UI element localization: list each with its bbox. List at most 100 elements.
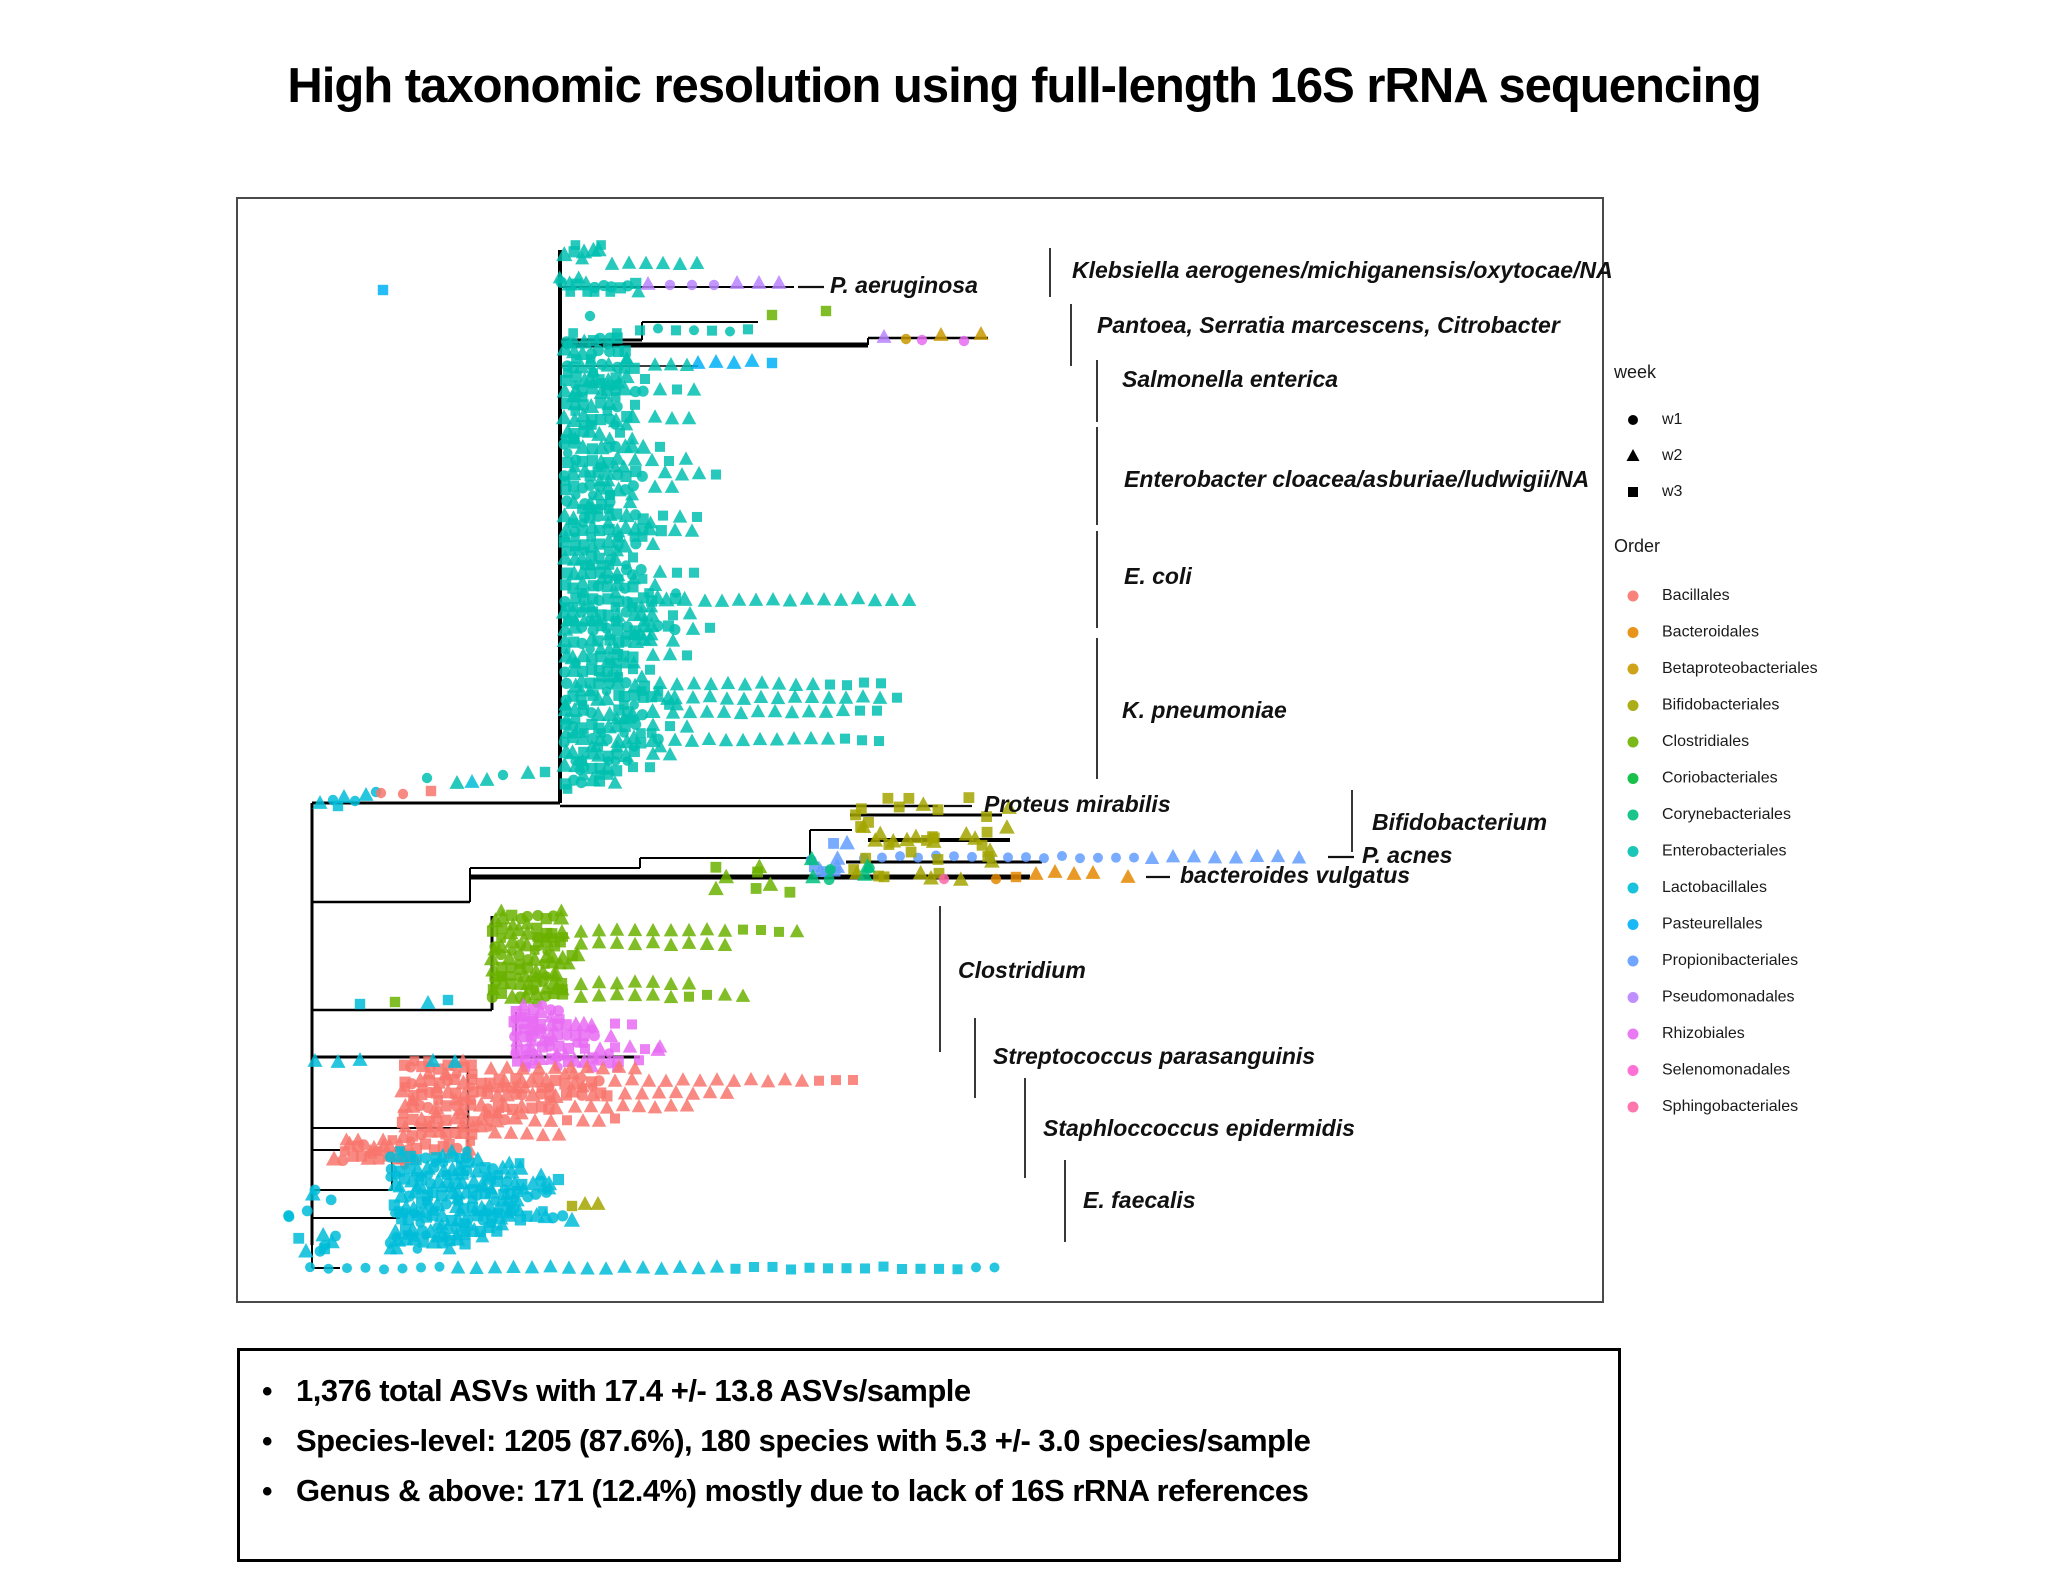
tree-marker [587,689,599,701]
tree-marker [515,1061,531,1075]
tree-marker [520,916,535,930]
tree-marker [549,1074,562,1086]
tree-marker [430,1087,442,1099]
tree-marker [621,411,633,423]
tree-marker [612,328,622,338]
tree-marker [465,1059,477,1071]
tree-marker [593,504,604,514]
tree-marker [544,1036,554,1046]
tree-marker [520,1056,532,1068]
tree-marker [638,255,654,269]
tree-marker [511,1186,524,1198]
clade-label-enterobacter: Enterobacter cloacea/asburiae/ludwigii/N… [1124,466,1589,492]
tree-marker [556,756,573,772]
tree-marker [575,722,587,734]
tree-marker [575,753,590,767]
tree-marker [449,1227,464,1241]
tree-marker [510,921,527,937]
tree-marker [610,664,623,676]
tree-marker [573,358,590,374]
tree-marker [499,1060,515,1074]
tree-marker [684,733,700,747]
tree-marker [617,519,634,535]
tree-marker [489,972,499,982]
tree-marker [618,362,631,374]
tree-marker [577,504,587,514]
tree-marker [662,747,678,761]
tree-marker [637,532,648,542]
tree-marker [593,775,606,787]
tree-marker [743,324,753,335]
tree-marker [420,994,436,1009]
tree-marker [730,1263,741,1274]
tree-marker [465,1073,478,1086]
tree-marker [636,470,648,482]
order-legend-dot-pasteurellales [1627,919,1639,930]
tree-marker [532,932,542,942]
tree-marker [591,935,607,949]
tree-marker [681,922,697,937]
tree-marker [570,1029,582,1042]
tree-marker [651,1085,667,1099]
tree-marker [560,484,572,496]
tree-marker [562,1042,575,1055]
tree-marker [593,538,606,550]
tree-marker [360,1262,371,1273]
tree-marker [521,1210,533,1222]
tree-marker [634,1055,644,1066]
tree-marker [905,846,917,858]
tree-marker [496,961,508,973]
tree-marker [1165,848,1181,863]
tree-marker [665,705,681,719]
tree-marker [884,592,900,606]
tree-marker [933,867,945,879]
tree-marker [750,883,762,894]
tree-marker [596,620,608,632]
tree-marker [592,1041,608,1055]
tree-marker [981,826,993,838]
tree-marker [644,588,654,598]
tree-marker [475,1077,487,1090]
tree-marker [610,1113,620,1124]
tree-marker [676,590,693,606]
tree-marker [610,392,621,402]
tree-marker [643,515,658,529]
tree-marker [593,524,606,537]
tree-marker [719,691,735,705]
order-legend-label-clostridiales: Clostridiales [1662,733,1749,750]
tree-marker [579,1059,595,1074]
tree-marker [636,728,646,738]
tree-marker [564,465,582,481]
tree-marker [562,784,573,794]
order-legend-label-betaproteobacteriales: Betaproteobacteriales [1662,660,1818,677]
tree-marker [347,1150,359,1162]
tree-marker [820,731,836,745]
tree-marker [532,1072,544,1084]
tree-marker [595,651,607,663]
tree-marker [389,1241,404,1255]
tree-marker [497,769,509,781]
tree-marker [576,637,588,649]
tree-marker [355,1150,368,1162]
tree-marker [652,620,664,632]
tree-marker [610,372,622,384]
tree-marker [510,1073,522,1085]
tree-marker [636,686,647,696]
tree-marker [467,1086,479,1098]
tree-marker [1001,799,1017,814]
tree-marker [672,1259,688,1273]
tree-marker [611,401,623,413]
tree-marker [466,1128,478,1140]
tree-marker [593,678,605,690]
tree-marker [388,1199,400,1211]
tree-marker [1021,852,1031,863]
tree-marker [526,1102,538,1114]
tree-marker [494,903,509,917]
tree-marker [450,1221,462,1234]
tree-marker [766,357,778,369]
tree-marker [701,731,717,745]
tree-marker [842,680,852,691]
tree-marker [559,1078,571,1090]
tree-marker [325,1194,337,1206]
